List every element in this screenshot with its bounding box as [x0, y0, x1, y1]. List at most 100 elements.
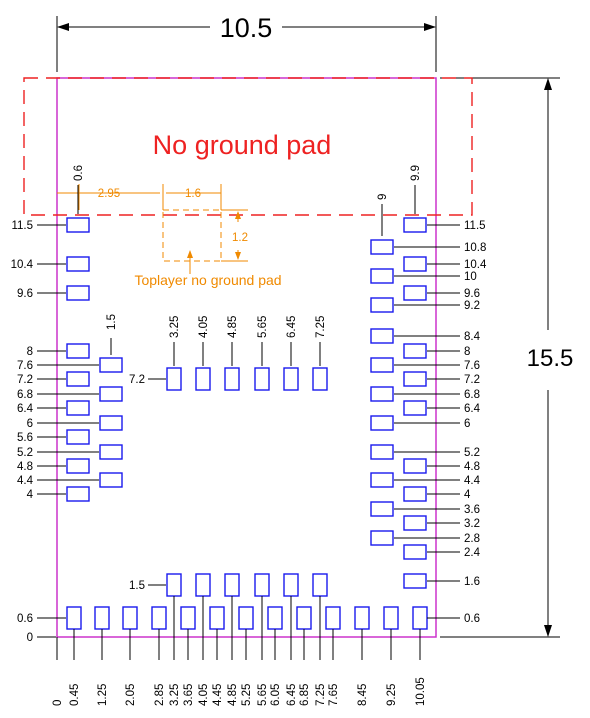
bottom-inner-pad [195, 573, 211, 597]
right-outer-pad [403, 256, 427, 272]
right-outer-pad [403, 458, 427, 474]
center-col-label: 4.05 [198, 316, 210, 338]
bottom-x-label: 8.45 [357, 684, 369, 706]
left-inner-pad [99, 444, 123, 460]
right-y-label: 4.4 [464, 475, 481, 487]
bottom-x-label: 4.05 [198, 684, 210, 706]
right-y-label: 8.4 [464, 331, 481, 343]
right-outer-pad [403, 400, 427, 416]
overall-width-label: 10.5 [220, 13, 273, 43]
left-y-label: 10.4 [11, 259, 34, 271]
bottom-x-label: 0.45 [69, 684, 81, 706]
keepout-width-label: 1.6 [185, 188, 201, 200]
leader-layer [37, 185, 460, 660]
bottom-pad [94, 606, 110, 630]
bottom-pad [151, 606, 167, 630]
bottom-pad [383, 606, 399, 630]
center-col-label: 4.85 [227, 316, 239, 338]
left-outer-pad [66, 371, 90, 387]
bottom-pad [122, 606, 138, 630]
overall-height-dimension: 15.5 [440, 77, 573, 638]
left-outer-pad [66, 343, 90, 359]
label-layer: 11.510.49.687.26.45.64.847.66.865.24.411… [11, 165, 487, 706]
right-inner-pad [370, 530, 394, 546]
bottom-pad [354, 606, 370, 630]
bottom-x-label: 5.65 [257, 684, 269, 706]
center-col-label: 5.65 [257, 316, 269, 338]
center-col-label: 6.45 [286, 316, 298, 338]
bottom-x-label: 1.25 [97, 684, 109, 706]
bottom-x-label: 4.45 [212, 684, 224, 706]
bottom-pad [238, 606, 254, 630]
right-inner-pad [370, 268, 394, 284]
right-inner-pad [370, 357, 394, 373]
right-outer-pad [403, 544, 427, 560]
right-y-label: 2.4 [464, 547, 481, 559]
right-inner-pad [370, 444, 394, 460]
bottom-x-label: 7.25 [315, 684, 327, 706]
bottom-x-label: 6.85 [299, 684, 311, 706]
right-y-label: 1.6 [464, 576, 480, 588]
top-col-label: 9.9 [410, 165, 422, 181]
left-y-label: 4 [27, 489, 34, 501]
toplayer-note: Toplayer no ground pad [134, 272, 281, 288]
right-y-label: 2.8 [464, 533, 480, 545]
left-outer-pad [66, 285, 90, 301]
left-y-label: 0 [27, 632, 33, 644]
right-y-label: 3.2 [464, 518, 480, 530]
bottom-row-label: 1.5 [129, 580, 145, 592]
right-inner-pad [370, 386, 394, 402]
left-y-label: 6.4 [17, 403, 34, 415]
overall-width-dimension: 10.5 [56, 13, 437, 72]
right-outer-pad [403, 285, 427, 301]
center-pad [254, 367, 270, 391]
right-y-label: 10.4 [464, 259, 487, 271]
bottom-x-label: 4.85 [227, 684, 239, 706]
bottom-inner-pad [224, 573, 240, 597]
right-inner-pad [370, 415, 394, 431]
bottom-x-label: 6.05 [270, 684, 282, 706]
right-y-label: 7.6 [464, 360, 480, 372]
right-outer-pad [403, 515, 427, 531]
right-inner-pad [370, 239, 394, 255]
offset-x-label: 2.95 [98, 188, 120, 200]
left-inner-pad [99, 472, 123, 488]
right-y-label: 9.6 [464, 288, 480, 300]
right-outer-pad [403, 573, 427, 589]
left-y-label: 5.6 [17, 432, 33, 444]
center-pad [312, 367, 328, 391]
bottom-inner-pad [254, 573, 270, 597]
left-y-label: 4.8 [17, 461, 33, 473]
right-y-label: 9.2 [464, 300, 480, 312]
right-y-label: 3.6 [464, 504, 480, 516]
left-y-label: 4.4 [17, 475, 34, 487]
left-outer-pad [66, 217, 90, 233]
bottom-x-label: 9.25 [386, 684, 398, 706]
bottom-x-label: 10.05 [415, 677, 427, 706]
left-y-label: 6 [27, 418, 33, 430]
bottom-pad [267, 606, 283, 630]
right-y-label: 6 [464, 418, 470, 430]
right-y-label: 7.2 [464, 374, 480, 386]
right-y-label: 6.4 [464, 403, 481, 415]
right-y-label: 6.8 [464, 389, 480, 401]
left-inner-pad [99, 415, 123, 431]
bottom-inner-pad [283, 573, 299, 597]
bottom-inner-pad [166, 573, 182, 597]
right-y-label: 4 [464, 489, 471, 501]
bottom-pad [325, 606, 341, 630]
left-y-label: 9.6 [17, 288, 33, 300]
right-y-label: 0.6 [464, 613, 480, 625]
toplayer-no-ground-zone: 2.95 1.6 1.2 Toplayer no ground pad [57, 184, 282, 288]
right-outer-pad [403, 371, 427, 387]
center-pad [166, 367, 182, 391]
left-y-label: 7.2 [17, 374, 33, 386]
left-outer-pad [66, 429, 90, 445]
right-inner-pad [370, 297, 394, 313]
left-outer-pad [66, 256, 90, 272]
top-col-label: 9 [377, 194, 389, 200]
center-col-label: 7.25 [315, 316, 327, 338]
left-y-label: 0.6 [17, 613, 33, 625]
bottom-x-label: 0 [52, 700, 64, 706]
